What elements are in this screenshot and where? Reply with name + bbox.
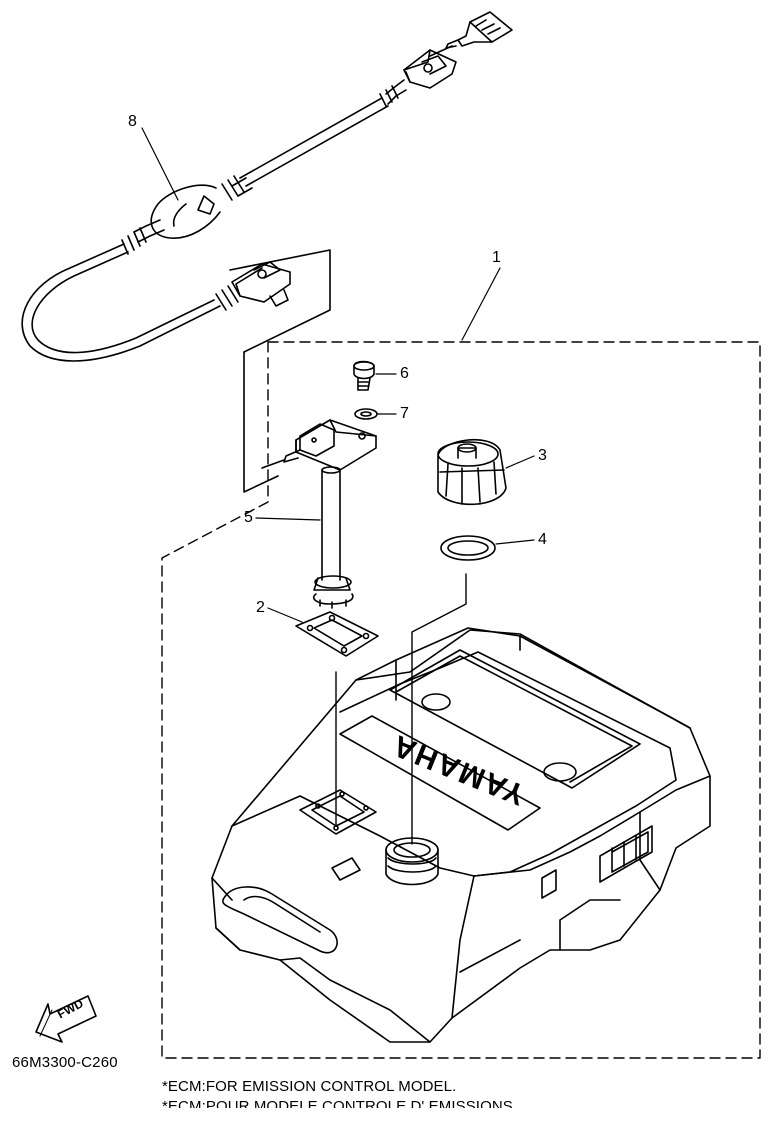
callout-7: 7	[400, 405, 409, 422]
callout-4: 4	[538, 531, 547, 548]
callout-8: 8	[128, 113, 137, 130]
screw	[353, 360, 397, 391]
brand-plate	[339, 715, 541, 831]
callout-3: 3	[538, 447, 547, 464]
callout-2: 2	[256, 599, 265, 616]
tank-top-panel	[389, 649, 641, 789]
callout-1: 1	[492, 249, 501, 266]
callout-5: 5	[244, 509, 253, 526]
primer-bulb	[121, 184, 221, 255]
part-code: 66M3300-C260	[12, 1054, 118, 1071]
footnote-french: *ECM:POUR MODELE CONTROLE D' EMISSIONS	[162, 1098, 513, 1108]
engine-connector	[403, 11, 513, 89]
fuel-hose-assembly	[21, 11, 513, 493]
washer	[354, 408, 397, 420]
tank-handle	[222, 886, 338, 954]
fuel-pickup-assembly	[255, 419, 377, 609]
gasket	[267, 607, 379, 827]
tank-filler-neck	[385, 837, 439, 886]
tank-pickup-port	[299, 789, 377, 835]
leader-1	[461, 267, 501, 341]
footnote-english: *ECM:FOR EMISSION CONTROL MODEL.	[162, 1078, 457, 1095]
lower-hose-outer	[21, 243, 221, 362]
fuel-cap	[437, 438, 535, 506]
upper-hose	[239, 97, 389, 187]
callout-6: 6	[400, 365, 409, 382]
fuel-tank	[211, 627, 711, 1043]
assembly-boundary	[161, 341, 761, 1059]
fwd-arrow-icon	[35, 995, 97, 1043]
side-window	[599, 825, 653, 883]
leader-8	[141, 127, 179, 201]
